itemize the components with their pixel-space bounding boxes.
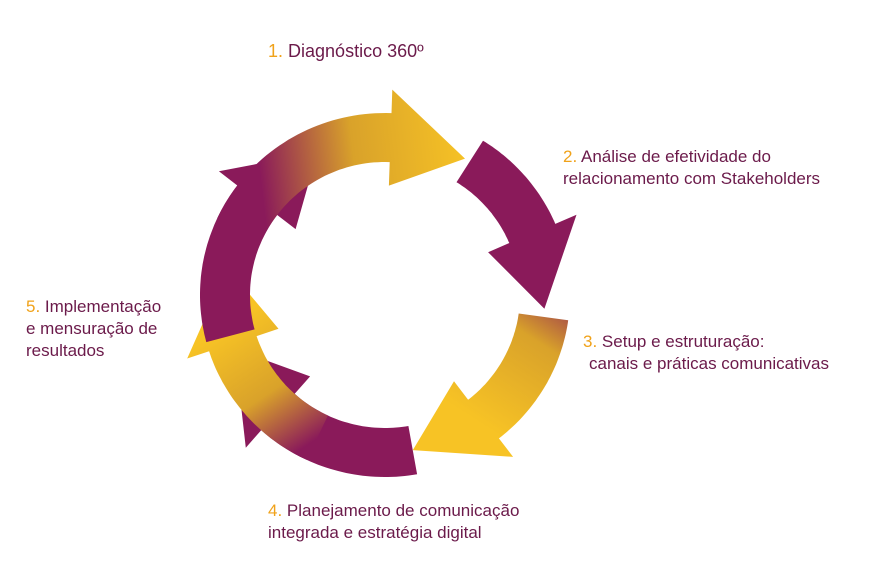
step-5-number: 5. [26, 297, 41, 316]
step-4-text-line-1: Planejamento de comunicação [286, 501, 520, 520]
step-3-label: 3. Setup e estruturação: canais e prátic… [583, 331, 829, 375]
step-5-text-line-3: resultados [26, 341, 105, 360]
step-5-text-line-1: Implementação [44, 297, 162, 316]
step-2-label: 2. Análise de efetividade do relacioname… [563, 146, 820, 190]
step-1-text: Diagnóstico 360º [288, 41, 424, 61]
step-2-text-line-1: Análise de efetividade do [580, 147, 771, 166]
step-3-text-line-1: Setup e estruturação: [601, 332, 765, 351]
step-3-number: 3. [583, 332, 598, 351]
step-3-text-line-2: canais e práticas comunicativas [589, 354, 830, 373]
step-5-text-line-2: e mensuração de [26, 319, 158, 338]
arrow-step-3-to-4 [412, 313, 569, 457]
step-2-number: 2. [563, 147, 578, 166]
step-4-number: 4. [268, 501, 283, 520]
arrow-step-1-to-2 [217, 89, 465, 239]
step-1-number: 1. [268, 41, 284, 61]
step-4-text-line-2: integrada e estratégia digital [268, 523, 482, 542]
step-1-label: 1. Diagnóstico 360º [268, 40, 424, 62]
arrow-step-2-to-3 [456, 140, 577, 309]
step-2-text-line-2: relacionamento com Stakeholders [563, 169, 821, 188]
step-4-label: 4. Planejamento de comunicação integrada… [268, 500, 519, 544]
step-5-label: 5. Implementação e mensuração de resulta… [26, 296, 161, 362]
